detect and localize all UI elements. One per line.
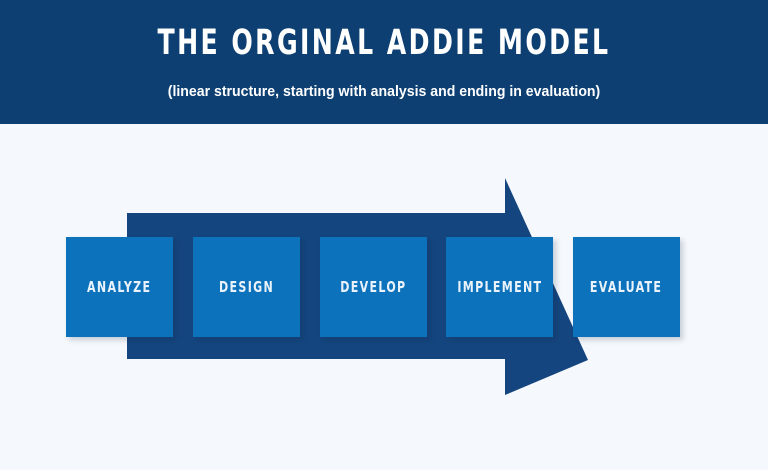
stage-label: EVALUATE bbox=[590, 278, 663, 296]
page-subtitle: (linear structure, starting with analysi… bbox=[167, 83, 601, 100]
page-title: THE ORGINAL ADDIE MODEL bbox=[157, 23, 611, 63]
stage-label: IMPLEMENT bbox=[456, 278, 543, 296]
stage-label: DEVELOP bbox=[340, 278, 407, 296]
process-diagram: ANALYZE DESIGN DEVELOP IMPLEMENT EVALUAT… bbox=[0, 124, 768, 470]
stage-box-develop[interactable]: DEVELOP bbox=[320, 237, 427, 337]
stage-box-analyze[interactable]: ANALYZE bbox=[66, 237, 173, 337]
stage-box-evaluate[interactable]: EVALUATE bbox=[573, 237, 680, 337]
stage-label: ANALYZE bbox=[87, 278, 152, 296]
header-band: THE ORGINAL ADDIE MODEL (linear structur… bbox=[0, 0, 768, 124]
stage-box-design[interactable]: DESIGN bbox=[193, 237, 300, 337]
stage-box-implement[interactable]: IMPLEMENT bbox=[446, 237, 553, 337]
stage-label: DESIGN bbox=[218, 278, 275, 296]
